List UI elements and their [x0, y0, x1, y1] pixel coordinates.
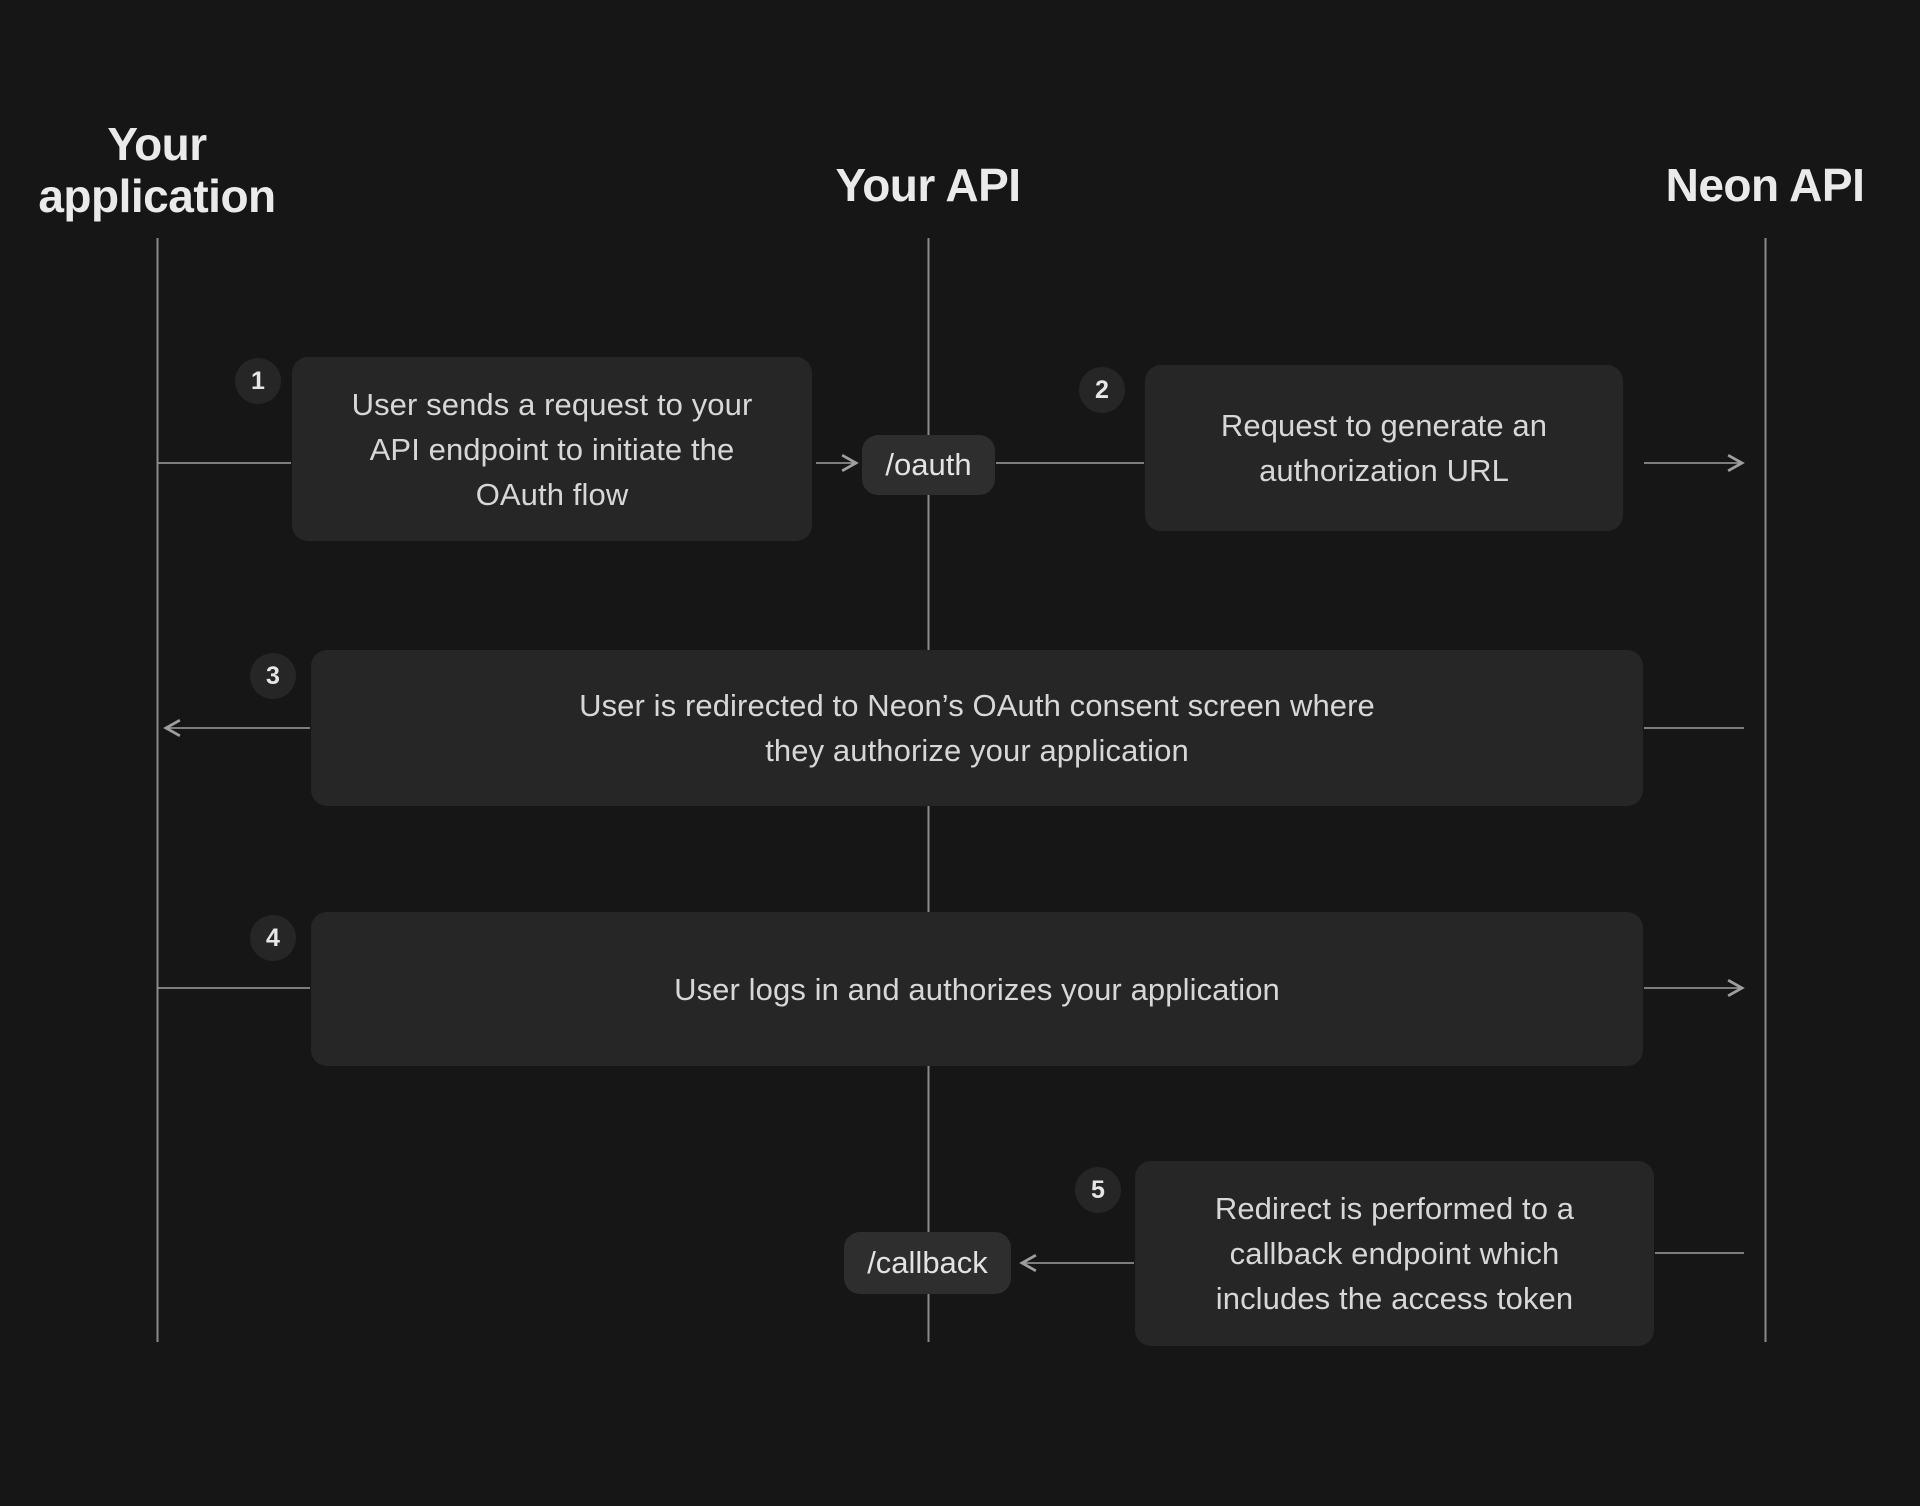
- lane-header-line: Your: [107, 118, 207, 170]
- step-5-box: Redirect is performed to a callback endp…: [1135, 1161, 1654, 1346]
- step-text-line: Redirect is performed to a: [1214, 1191, 1575, 1226]
- step-3-number-badge: 3: [250, 653, 296, 699]
- step-text-line: they authorize your application: [765, 733, 1189, 768]
- lane-header-line: Neon API: [1665, 159, 1865, 211]
- callback-endpoint-pill: /callback: [844, 1232, 1011, 1294]
- step-4-number-badge: 4: [250, 915, 296, 961]
- step-text-line: includes the access token: [1215, 1281, 1574, 1316]
- lane-header-neon-api: Neon API: [1615, 159, 1915, 211]
- oauth-endpoint-pill: /oauth: [862, 435, 995, 495]
- step-1-box: User sends a request to your API endpoin…: [292, 357, 812, 541]
- step-text-line: User is redirected to Neon’s OAuth conse…: [579, 688, 1375, 723]
- step-text-line: API endpoint to initiate the: [369, 431, 735, 467]
- step-1-number-badge: 1: [235, 358, 281, 404]
- step-text-line: User logs in and authorizes your applica…: [674, 971, 1280, 1007]
- step-text-line: callback endpoint which: [1229, 1236, 1560, 1271]
- step-text-line: User sends a request to your: [351, 386, 753, 422]
- lane-header-your-api: Your API: [778, 159, 1078, 211]
- step-3-box: User is redirected to Neon’s OAuth conse…: [311, 650, 1643, 806]
- step-4-box: User logs in and authorizes your applica…: [311, 912, 1643, 1066]
- step-text-line: OAuth flow: [475, 476, 629, 512]
- step-2-box: Request to generate an authorization URL: [1145, 365, 1623, 531]
- step-text-line: Request to generate an: [1220, 408, 1548, 443]
- step-2-number-badge: 2: [1079, 367, 1125, 413]
- step-text-line: authorization URL: [1259, 453, 1509, 488]
- lane-header-your-application: Your application: [0, 118, 314, 222]
- lane-header-line: application: [38, 170, 276, 222]
- step-5-number-badge: 5: [1075, 1167, 1121, 1213]
- lane-header-line: Your API: [835, 159, 1021, 211]
